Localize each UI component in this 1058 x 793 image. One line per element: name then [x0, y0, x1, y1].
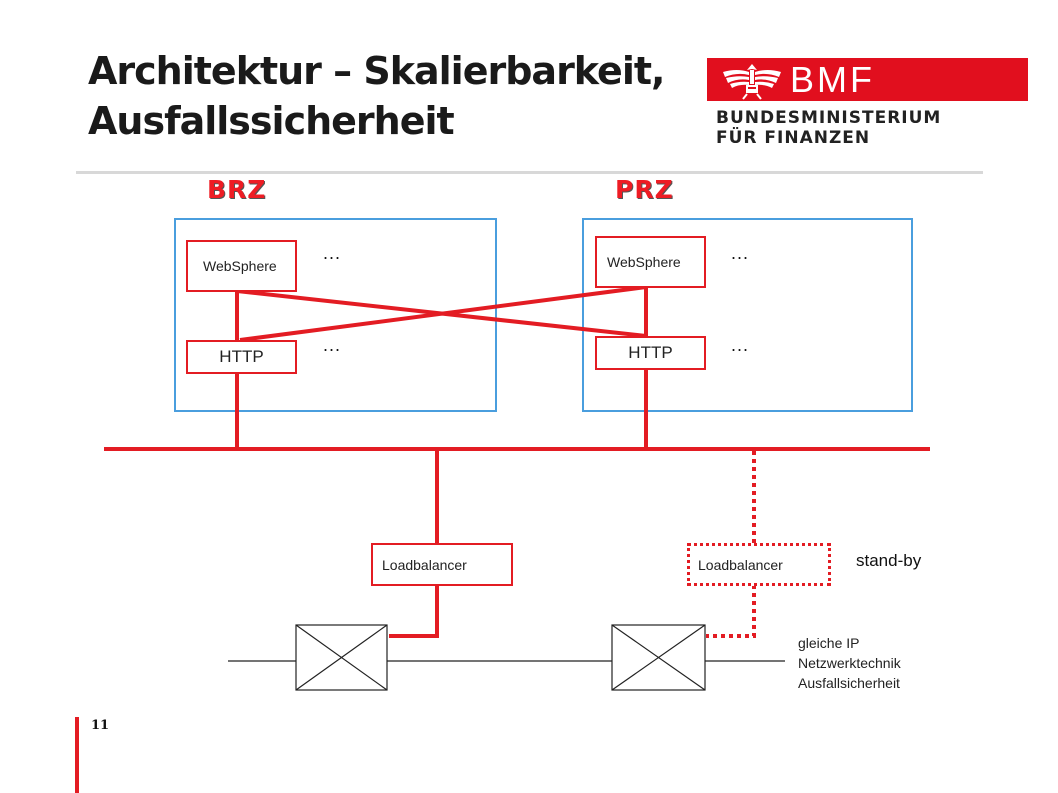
more-http-prz: ...: [731, 335, 750, 355]
link-loadbalancer-active-switch: [389, 585, 439, 638]
more-websphere-brz: ...: [323, 243, 342, 263]
page-number: 11: [91, 718, 110, 733]
websphere-node-prz: WebSphere: [595, 236, 706, 288]
bmf-logo-bar: [707, 58, 1028, 101]
network-notes: gleiche IP Netzwerktechnik Ausfallsicher…: [798, 633, 901, 693]
title-line-1: Architektur – Skalierbarkeit,: [88, 49, 665, 93]
datacenter-box-brz: [174, 218, 497, 412]
network-switch-icon: [611, 624, 706, 691]
federal-eagle-icon: [723, 64, 781, 100]
logo-ministry-name: BUNDESMINISTERIUM FÜR FINANZEN: [716, 108, 941, 148]
header-divider: [76, 171, 983, 174]
note-line-3: Ausfallsicherheit: [798, 675, 900, 691]
link-loadbalancer-standby-switch: [706, 585, 756, 638]
network-switch-icon: [295, 624, 388, 691]
cross-link-prz-websphere-to-brz-http: [239, 285, 647, 342]
logo-abbreviation: BMF: [790, 59, 875, 100]
note-line-2: Netzwerktechnik: [798, 655, 901, 671]
logo-name-line-1: BUNDESMINISTERIUM: [716, 108, 942, 128]
site-label-brz: BRZ: [207, 175, 267, 204]
slide-title: Architektur – Skalierbarkeit, Ausfallssi…: [88, 46, 708, 146]
title-line-2: Ausfallssicherheit: [88, 99, 455, 143]
websphere-node-brz: WebSphere: [186, 240, 297, 292]
standby-label: stand-by: [856, 551, 922, 570]
datacenter-box-prz: [582, 218, 913, 412]
http-node-brz: HTTP: [186, 340, 297, 374]
more-http-brz: ...: [323, 335, 342, 355]
note-line-1: gleiche IP: [798, 635, 860, 651]
logo-name-line-2: FÜR FINANZEN: [716, 128, 871, 148]
page-accent-bar: [75, 717, 79, 793]
http-node-prz: HTTP: [595, 336, 706, 370]
more-websphere-prz: ...: [731, 243, 750, 263]
loadbalancer-standby: Loadbalancer: [687, 543, 831, 586]
site-label-prz: PRZ: [615, 175, 674, 204]
loadbalancer-active: Loadbalancer: [371, 543, 513, 586]
